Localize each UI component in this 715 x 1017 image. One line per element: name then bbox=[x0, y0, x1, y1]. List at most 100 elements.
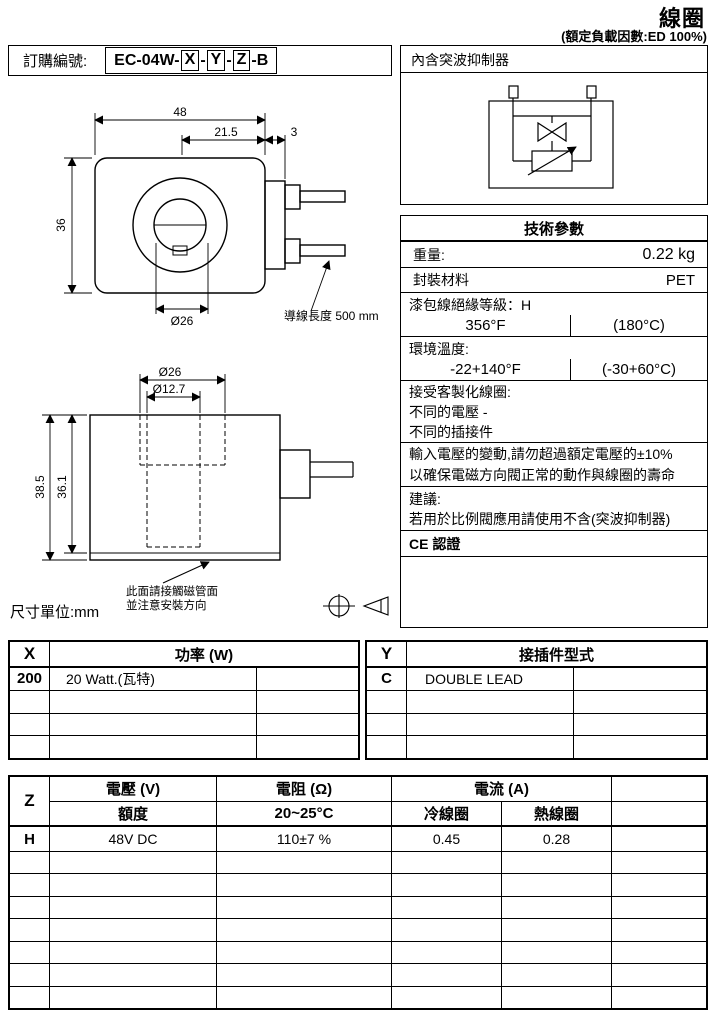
z-electrical-table: Z 電壓 (V) 電阻 (Ω) 電流 (A) 額度 20~25°C 冷線圈 熱線… bbox=[8, 775, 708, 1010]
z-sub-cold-coil: 冷線圈 bbox=[392, 801, 502, 825]
z-row-voltage: 48V DC bbox=[50, 827, 217, 851]
z-table-empty-row bbox=[10, 874, 706, 897]
surge-suppressor-title: 內含突波抑制器 bbox=[401, 46, 707, 73]
x-row-value: 20 Watt.(瓦特) bbox=[50, 668, 257, 690]
x-table-key: X bbox=[10, 642, 50, 666]
coil-side-view-drawing: Ø26 Ø12.7 38.5 36.1 此面請接觸磁管面 並注意安裝方向 bbox=[33, 365, 389, 618]
dim-height-outer: 38.5 bbox=[33, 475, 47, 499]
x-table-empty-row bbox=[10, 713, 358, 737]
z-col-resistance: 電阻 (Ω) bbox=[217, 777, 392, 801]
surge-circuit-diagram bbox=[488, 85, 614, 189]
order-code-z: Z bbox=[232, 50, 251, 71]
ambient-section: 環境溫度: -22+140°F (-30+60°C) bbox=[401, 337, 707, 381]
z-sub-hot-coil: 熱線圈 bbox=[502, 801, 612, 825]
dim-bore-outer: Ø26 bbox=[159, 365, 182, 379]
projection-cone-icon bbox=[362, 596, 389, 616]
order-code-sep2: - bbox=[226, 51, 232, 69]
x-table-row: 200 20 Watt.(瓦特) bbox=[10, 668, 358, 691]
y-table-key: Y bbox=[367, 642, 407, 666]
z-table-empty-row bbox=[10, 964, 706, 987]
z-col-voltage: 電壓 (V) bbox=[50, 777, 217, 801]
dim-bore-inner: Ø12.7 bbox=[153, 382, 186, 396]
insulation-section: 漆包線絕緣等級：H 356°F (180°C) bbox=[401, 293, 707, 337]
material-label: 封裝材料 bbox=[413, 272, 469, 288]
tech-empty-space bbox=[401, 557, 707, 627]
z-row-resistance: 110±7 % bbox=[217, 827, 392, 851]
insulation-fahrenheit: 356°F bbox=[401, 315, 571, 336]
z-table-empty-row bbox=[10, 852, 706, 875]
y-table-header: 接插件型式 bbox=[518, 646, 594, 664]
coil-top-view-drawing: 48 21.5 3 36 Ø26 導線長度 500 mm bbox=[54, 105, 379, 328]
ambient-label: 環境溫度: bbox=[409, 341, 469, 357]
weight-row: 重量: 0.22 kg bbox=[401, 242, 707, 268]
custom-line2: 不同的電壓 - bbox=[409, 403, 488, 420]
mount-note-line1: 此面請接觸磁管面 bbox=[126, 584, 218, 598]
z-col-current: 電流 (A) bbox=[392, 777, 612, 801]
dim-width: 48 bbox=[173, 105, 187, 119]
order-code: EC-04W- X - Y - Z -B bbox=[105, 47, 278, 74]
order-number-label: 訂購編號: bbox=[23, 53, 88, 70]
material-row: 封裝材料 PET bbox=[401, 268, 707, 293]
z-table-empty-row bbox=[10, 919, 706, 942]
z-table-empty-row bbox=[10, 986, 706, 1008]
dim-height-inner: 36.1 bbox=[55, 475, 69, 499]
dim-height: 36 bbox=[54, 218, 68, 232]
x-table-empty-row bbox=[10, 690, 358, 714]
y-table-empty-row bbox=[367, 690, 706, 714]
z-table-empty-row bbox=[10, 896, 706, 920]
order-code-suffix: -B bbox=[251, 51, 269, 69]
voltage-note-line1: 輸入電壓的變動,請勿超過額定電壓的±10% bbox=[409, 445, 673, 462]
z-table-key: Z bbox=[10, 777, 50, 825]
insulation-celsius: (180°C) bbox=[613, 317, 665, 334]
ce-certification: CE 認證 bbox=[401, 531, 707, 557]
tech-params-title: 技術參數 bbox=[401, 216, 707, 242]
order-code-y: Y bbox=[206, 50, 226, 71]
y-row-value: DOUBLE LEAD bbox=[407, 668, 574, 690]
y-table-row: C DOUBLE LEAD bbox=[367, 668, 706, 691]
z-table-empty-row bbox=[10, 941, 706, 965]
tech-params-table: 技術參數 重量: 0.22 kg 封裝材料 PET 漆包線絕緣等級：H 356°… bbox=[400, 215, 708, 628]
page-subtitle: (額定負載因數:ED 100%) bbox=[561, 29, 707, 44]
weight-label: 重量: bbox=[413, 246, 445, 263]
y-connector-table: Y 接插件型式 C DOUBLE LEAD bbox=[365, 640, 708, 760]
mount-note-line2: 並注意安裝方向 bbox=[126, 598, 207, 612]
advice-section: 建議: 若用於比例閥應用請使用不含(突波抑制器) bbox=[401, 487, 707, 531]
z-table-row: H 48V DC 110±7 % 0.45 0.28 bbox=[10, 827, 706, 852]
y-table-empty-row bbox=[367, 713, 706, 737]
insulation-label: 漆包線絕緣等級：H bbox=[409, 297, 532, 313]
order-code-sep1: - bbox=[200, 51, 206, 69]
projection-symbol bbox=[323, 594, 389, 618]
page-title: 線圈 bbox=[658, 6, 705, 31]
y-row-code: C bbox=[367, 668, 407, 690]
x-table-empty-row bbox=[10, 736, 358, 758]
dim-half-width: 21.5 bbox=[214, 125, 238, 139]
z-row-cold: 0.45 bbox=[392, 827, 502, 851]
dim-tab: 3 bbox=[291, 125, 298, 139]
z-sub-rating: 額度 bbox=[50, 801, 217, 825]
dimension-unit-note: 尺寸單位:mm bbox=[10, 604, 100, 621]
voltage-note-line2: 以確保電磁方向閥正常的動作與線圈的壽命 bbox=[409, 466, 675, 483]
order-code-x: X bbox=[180, 50, 200, 71]
x-row-code: 200 bbox=[10, 668, 50, 690]
ambient-celsius: (-30+60°C) bbox=[602, 361, 676, 378]
voltage-variation-section: 輸入電壓的變動,請勿超過額定電壓的±10% 以確保電磁方向閥正常的動作與線圈的壽… bbox=[401, 443, 707, 487]
z-row-hot: 0.28 bbox=[502, 827, 612, 851]
surge-suppressor-box: 內含突波抑制器 bbox=[400, 45, 708, 205]
z-sub-temp: 20~25°C bbox=[217, 801, 392, 825]
lead-length-note: 導線長度 500 mm bbox=[284, 308, 379, 323]
customization-section: 接受客製化線圈: 不同的電壓 - 不同的插接件 bbox=[401, 381, 707, 443]
ambient-fahrenheit: -22+140°F bbox=[401, 359, 571, 380]
advice-text: 若用於比例閥應用請使用不含(突波抑制器) bbox=[409, 510, 671, 527]
material-value: PET bbox=[665, 271, 695, 289]
advice-label: 建議: bbox=[409, 490, 441, 507]
weight-value: 0.22 kg bbox=[642, 245, 695, 263]
order-number-box: 訂購編號: EC-04W- X - Y - Z -B bbox=[8, 45, 392, 76]
y-table-empty-row bbox=[367, 736, 706, 758]
dim-bore: Ø26 bbox=[171, 314, 194, 328]
x-power-table: X 功率 (W) 200 20 Watt.(瓦特) bbox=[8, 640, 360, 760]
custom-line1: 接受客製化線圈: bbox=[409, 383, 511, 400]
custom-line3: 不同的插接件 bbox=[409, 423, 493, 440]
order-code-prefix: EC-04W- bbox=[114, 51, 180, 69]
z-row-code: H bbox=[10, 827, 50, 851]
